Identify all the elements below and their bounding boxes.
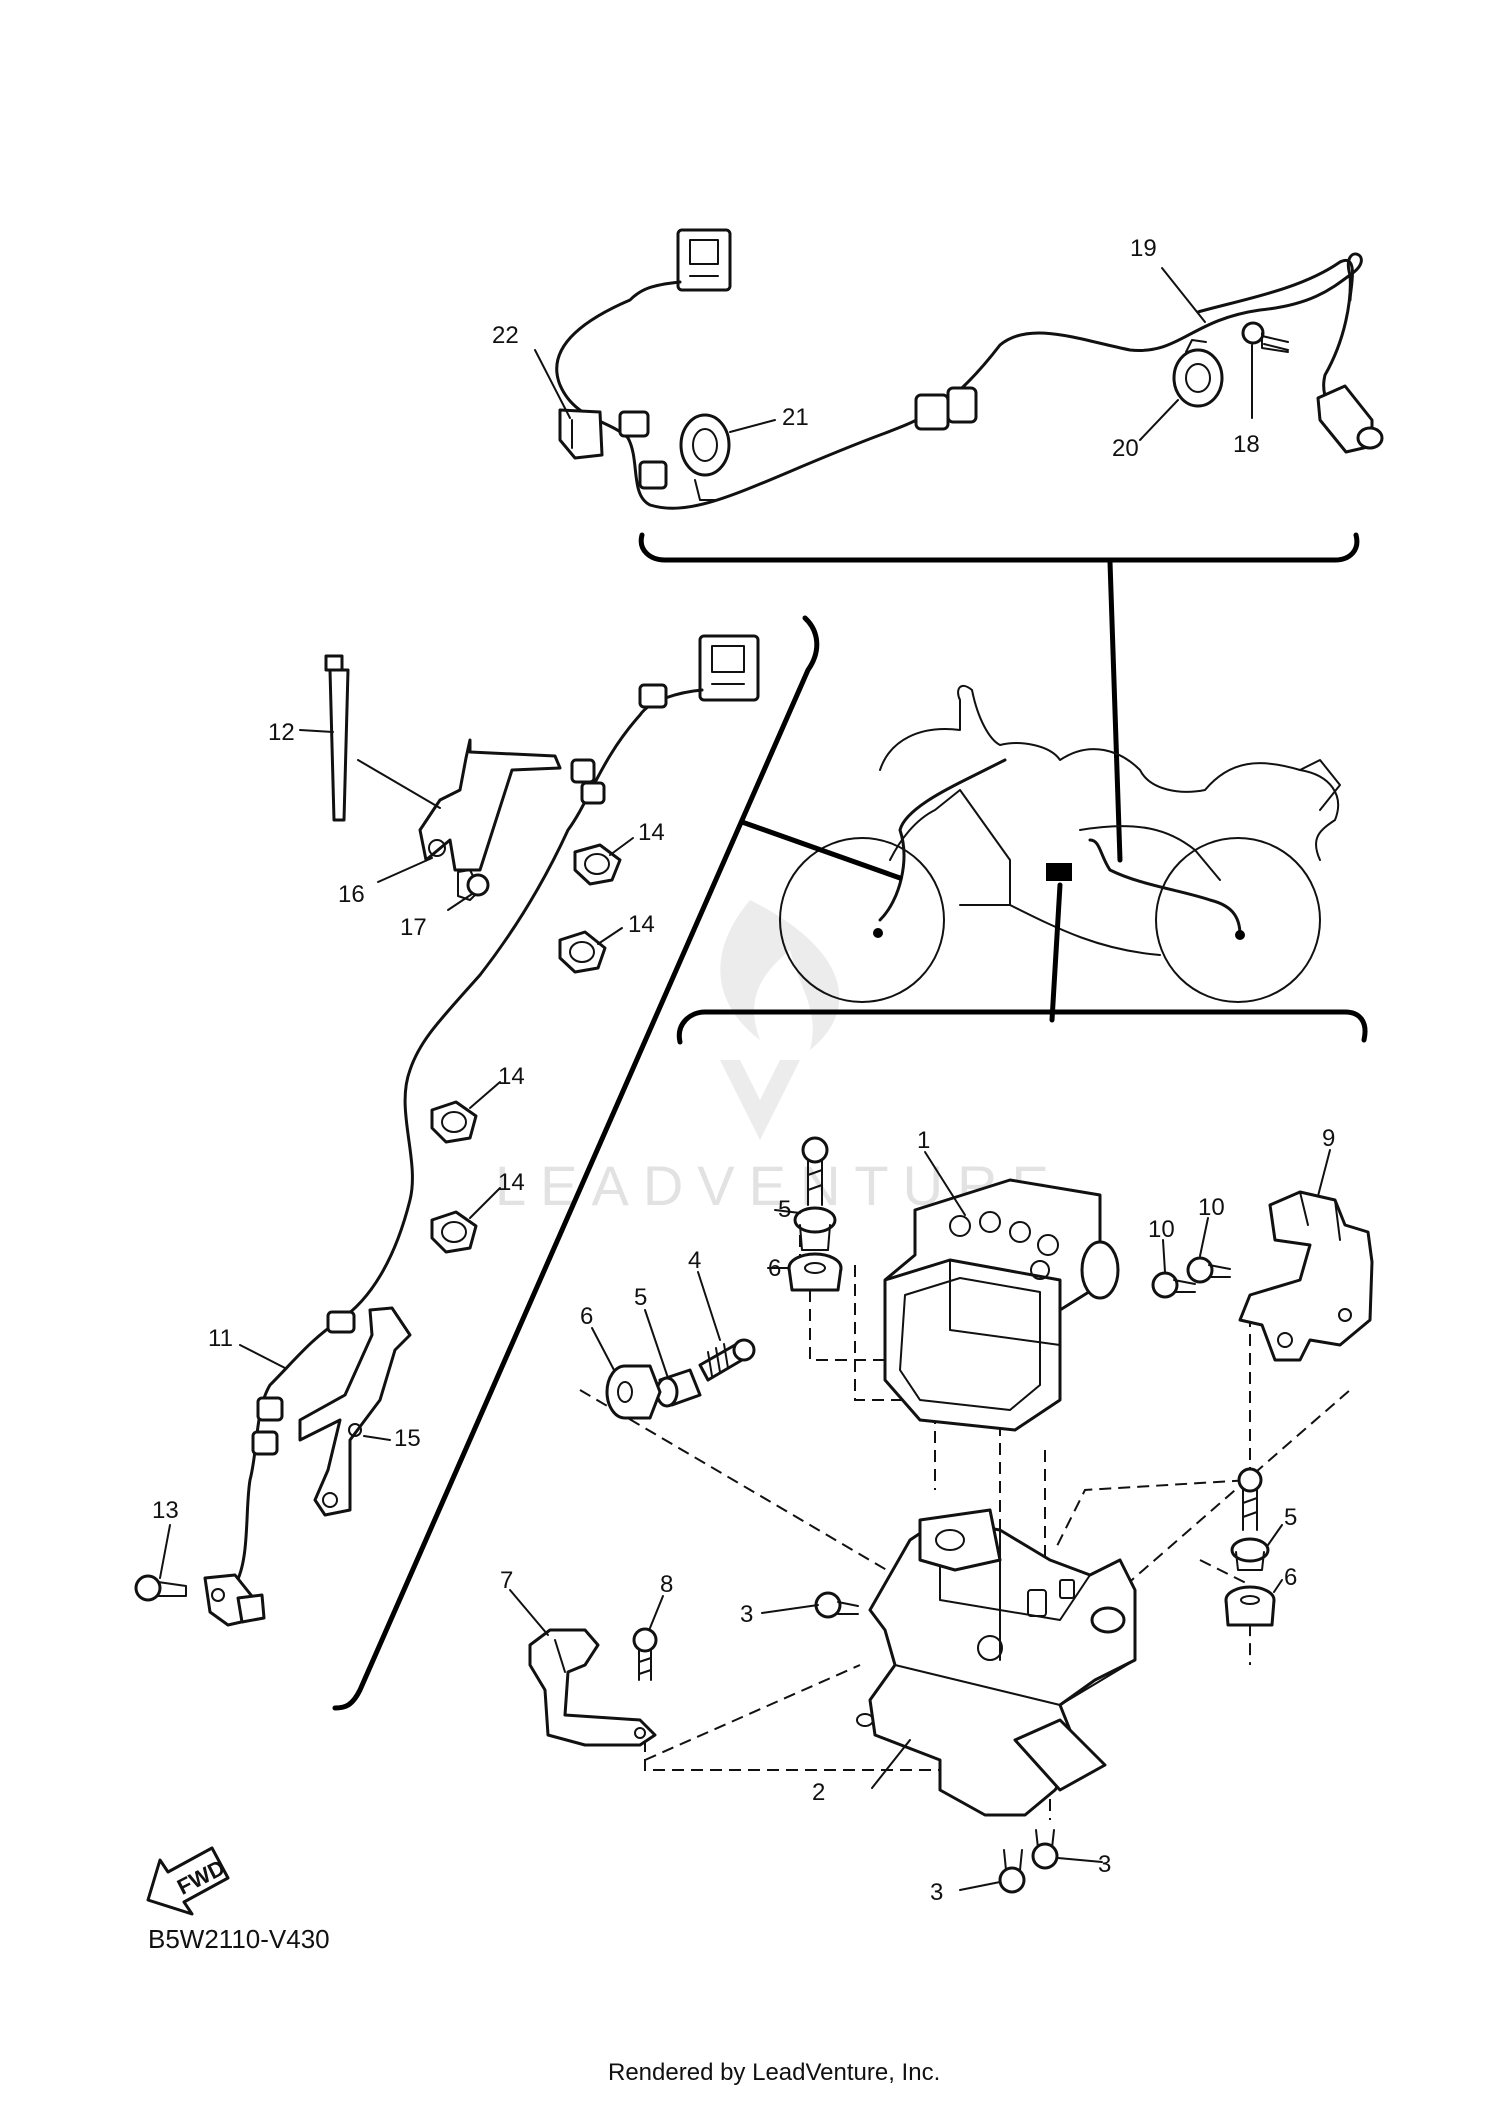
callout-21: 22 — [492, 322, 519, 349]
cover-7 — [528, 1628, 657, 1747]
callout-12: 12 — [268, 719, 295, 746]
callout-10-a: 10 — [1148, 1216, 1175, 1243]
callout-5-b: 5 — [634, 1284, 647, 1311]
front-wheel-sensor — [203, 1573, 266, 1627]
rear-sensor-group — [534, 228, 1384, 863]
callout-3-b: 3 — [930, 1879, 943, 1906]
abs-unit-group — [509, 1009, 1374, 1894]
collar-5-a — [793, 1206, 837, 1251]
callout-6-b: 6 — [580, 1303, 593, 1330]
callout-4: 4 — [688, 1247, 701, 1274]
clamp-14-b — [558, 930, 607, 974]
clamp-14-d — [430, 1210, 478, 1254]
rear-lead-connector — [676, 228, 732, 292]
front-wheel — [779, 837, 945, 1003]
callout-5-a: 5 — [778, 1196, 791, 1223]
cable-tie-12 — [324, 654, 350, 822]
bolt-above-collar — [801, 1136, 829, 1206]
clamp-14-c — [430, 1100, 478, 1144]
callout-17: 17 — [400, 914, 427, 941]
stay-16 — [418, 738, 562, 872]
bolt-4 — [698, 1338, 756, 1382]
rendered-by-footer: Rendered by LeadVenture, Inc. — [608, 2059, 940, 2086]
front-group-divider — [332, 615, 820, 1711]
callout-2: 2 — [812, 1779, 825, 1806]
callout-3-c: 3 — [1098, 1851, 1111, 1878]
abs-group-bracket — [676, 1009, 1368, 1045]
callout-19: 18 — [1233, 431, 1260, 458]
clamp-20 — [679, 413, 731, 501]
fwd-arrow-icon: FWD — [146, 1846, 230, 1916]
collar-5-b — [655, 1368, 702, 1408]
bolt-3-c — [1031, 1829, 1059, 1870]
callout-8: 8 — [660, 1571, 673, 1598]
rear-wheel-sensor — [1316, 384, 1384, 454]
clamp-21 — [558, 408, 604, 460]
callout-7: 7 — [500, 1567, 513, 1594]
rear-sensor-lead — [555, 252, 1363, 510]
callout-18: 19 — [1130, 235, 1157, 262]
callout-labels: 19 22 21 20 18 12 14 16 17 14 14 14 11 1… — [152, 235, 1335, 1906]
motorcycle-outline — [739, 684, 1341, 1023]
front-lead-connector — [698, 634, 760, 702]
callout-6-c: 6 — [1284, 1564, 1297, 1591]
callout-14-b: 14 — [628, 911, 655, 938]
stay-15 — [298, 1306, 412, 1517]
callout-14-d: 14 — [498, 1169, 525, 1196]
callout-14-c: 14 — [498, 1063, 525, 1090]
callout-22: 20 — [1112, 435, 1139, 462]
grommet-6-c — [1224, 1585, 1276, 1627]
callout-14-a: 14 — [638, 819, 665, 846]
bolt-19 — [1241, 321, 1289, 353]
callout-11: 11 — [208, 1325, 233, 1352]
rear-wheel — [1155, 837, 1321, 1003]
abs-bracket — [856, 1508, 1137, 1817]
callout-10-b: 10 — [1198, 1194, 1225, 1221]
abs-hydraulic-unit — [883, 1178, 1120, 1432]
bolt-above-collar-c — [1237, 1467, 1263, 1531]
callout-1: 1 — [917, 1127, 930, 1154]
collar-5-c — [1230, 1537, 1270, 1571]
cover-9 — [1238, 1190, 1374, 1362]
bolt-17 — [457, 869, 490, 901]
callout-6-a: 6 — [768, 1255, 781, 1282]
bolt-3-a — [814, 1591, 859, 1619]
bolt-8 — [632, 1627, 658, 1681]
callout-5-c: 5 — [1284, 1504, 1297, 1531]
diagram-code: B5W2110-V430 — [148, 1924, 330, 1954]
callout-20: 21 — [782, 404, 809, 431]
abs-unit-location-marker — [1046, 863, 1072, 881]
bolt-13 — [134, 1574, 187, 1602]
callout-9: 9 — [1322, 1125, 1335, 1152]
clamp-22 — [1172, 339, 1224, 408]
front-sensor-group — [134, 634, 760, 1627]
bolt-10-b — [1186, 1256, 1231, 1284]
callout-3-a: 3 — [740, 1601, 753, 1628]
rear-group-bracket — [638, 532, 1360, 563]
callout-16: 16 — [338, 881, 365, 908]
clamp-14-a — [573, 843, 622, 886]
callout-15: 15 — [394, 1425, 421, 1452]
callout-13: 13 — [152, 1497, 179, 1524]
bolt-3-b — [998, 1849, 1026, 1894]
grommet-6-a — [787, 1252, 843, 1292]
grommet-6-b — [605, 1364, 662, 1420]
